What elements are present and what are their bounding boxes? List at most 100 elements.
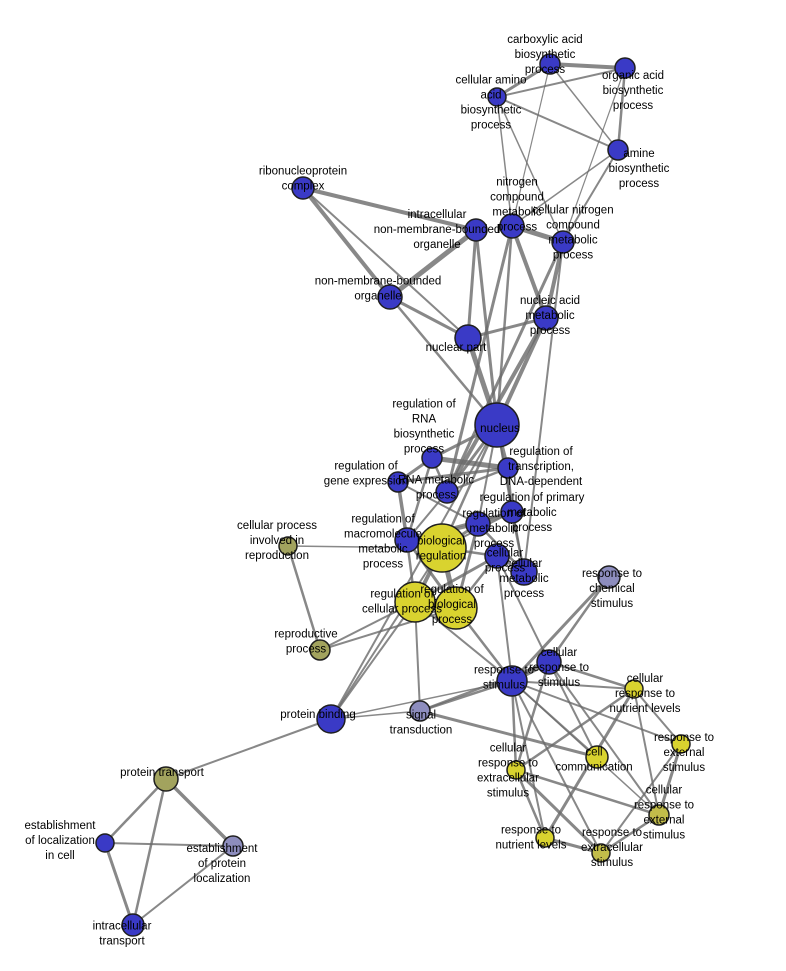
edge-ribo-nmb — [301, 186, 392, 299]
node-protbind[interactable]: protein binding — [316, 704, 346, 734]
node-rextracell[interactable]: response to extracellular stimulus — [591, 843, 611, 863]
edge-crnutrient-crexternal — [633, 688, 660, 816]
edge-rexternal-crexternal — [657, 742, 683, 817]
nodes-layer: carboxylic acid biosynthetic process orga… — [95, 53, 691, 937]
edge-ribo-nucpart — [302, 187, 469, 339]
edge-protbind-regcell — [330, 601, 416, 720]
node-nucpart[interactable]: nuclear part — [454, 324, 482, 352]
node-cpir[interactable]: cellular process involved in reproductio… — [278, 536, 298, 556]
node-reggene[interactable]: regulation of gene expression — [387, 471, 409, 493]
edge-estloc-intratrans — [103, 841, 135, 927]
node-repro[interactable]: reproductive process — [309, 639, 331, 661]
edge-estloc-estprot — [104, 842, 234, 847]
node-prottrans[interactable]: protein transport — [153, 766, 179, 792]
node-crextracell[interactable]: cellular response to extracellular stimu… — [506, 760, 526, 780]
node-crexternal[interactable]: cellular response to external stimulus — [648, 804, 670, 826]
node-inmb[interactable]: intracellular non-membrane-bounded organ… — [464, 218, 488, 242]
node-estloc[interactable]: establishment of localization in cell — [95, 833, 115, 853]
edge-amino-cnitrogen — [496, 96, 564, 243]
node-cellproc[interactable]: cellular process — [484, 543, 510, 569]
edge-respstim-rextracell — [511, 680, 602, 854]
edge-cellcomm-signal — [418, 709, 599, 759]
edge-crnutrient-rexternal — [633, 688, 682, 745]
node-rnutrient[interactable]: response to nutrient levels — [535, 828, 555, 848]
node-regrna[interactable]: regulation of RNA biosynthetic process — [421, 447, 443, 469]
node-cellresp[interactable]: cellular response to stimulus — [536, 649, 562, 675]
edge-crextracell-crexternal — [514, 768, 661, 817]
edge-respchem-cellresp — [547, 575, 611, 664]
node-nucleic[interactable]: nucleic acid metabolic process — [533, 305, 559, 331]
node-respstim[interactable]: response to stimulus — [496, 665, 528, 697]
node-bioreg[interactable]: biological regulation — [417, 523, 467, 573]
node-regcell[interactable]: regulation of cellular process — [394, 581, 436, 623]
node-regbio[interactable]: regulation of biological process — [434, 586, 478, 630]
node-carb[interactable]: carboxylic acid biosynthetic process — [539, 53, 561, 75]
edge-carb-nitrogen — [511, 63, 551, 227]
edge-protbind-respstim — [330, 680, 513, 720]
node-respchem[interactable]: response to chemical stimulus — [597, 565, 621, 589]
edge-cnitrogen-cellmet — [523, 241, 564, 573]
node-cellmet[interactable]: cellular metabolic process — [510, 558, 538, 586]
label-prottrans: protein transport — [120, 767, 205, 779]
edge-crextracell-rextracell — [514, 768, 603, 855]
node-intratrans[interactable]: intracellular transport — [121, 913, 145, 937]
edge-respstim-rnutrient — [511, 680, 546, 839]
edge-respchem-respstim — [510, 575, 611, 683]
edge-crextracell-rnutrient — [514, 768, 547, 840]
edge-amine-nitrogen — [511, 149, 619, 227]
edge-prottrans-estprot — [164, 777, 235, 848]
node-cellcomm[interactable]: cell communication — [585, 745, 609, 769]
node-cnitrogen[interactable]: cellular nitrogen compound metabolic pro… — [551, 230, 575, 254]
node-crnutrient[interactable]: cellular response to nutrient levels — [624, 679, 644, 699]
node-regmet[interactable]: regulation of metabolic process — [465, 511, 491, 537]
edge-estprot-intratrans — [132, 845, 234, 926]
node-rexternal[interactable]: response to external stimulus — [671, 734, 691, 754]
edge-protbind-bioreg — [330, 547, 443, 720]
node-regprim[interactable]: regulation of primary metabolic process — [500, 500, 524, 524]
edge-inmb-nucpart — [466, 228, 478, 340]
node-estprot[interactable]: establishment of protein localization — [222, 835, 244, 857]
node-nmb[interactable]: non-membrane-bounded organelle — [377, 284, 403, 310]
node-rnamet[interactable]: RNA metabolic process — [435, 480, 459, 504]
edge-nitrogen-nucleus — [495, 224, 514, 427]
edge-nitrogen-rnamet — [445, 224, 514, 494]
node-nucleus[interactable]: nucleus — [474, 402, 520, 448]
node-nitrogen[interactable]: nitrogen compound metabolic process — [499, 213, 525, 239]
edge-prottrans-intratrans — [131, 777, 168, 927]
node-amino[interactable]: cellular amino acid biosynthetic process — [487, 87, 507, 107]
edge-amino-amine — [496, 96, 619, 151]
edge-cnitrogen-rnamet — [445, 240, 565, 494]
edge-ribo-inmb — [301, 186, 478, 232]
node-regtrans[interactable]: regulation of transcription, DNA-depende… — [497, 457, 519, 479]
label-nucpart: nuclear part — [426, 342, 488, 354]
node-organic[interactable]: organic acid biosynthetic process — [614, 57, 636, 79]
node-signal[interactable]: signal transduction — [409, 700, 431, 722]
node-ribo[interactable]: ribonucleoprotein complex — [291, 176, 315, 200]
edge-cellproc-cellresp — [496, 555, 550, 663]
edge-cpir-repro — [286, 544, 322, 652]
node-amine[interactable]: amine biosynthetic process — [607, 139, 629, 161]
